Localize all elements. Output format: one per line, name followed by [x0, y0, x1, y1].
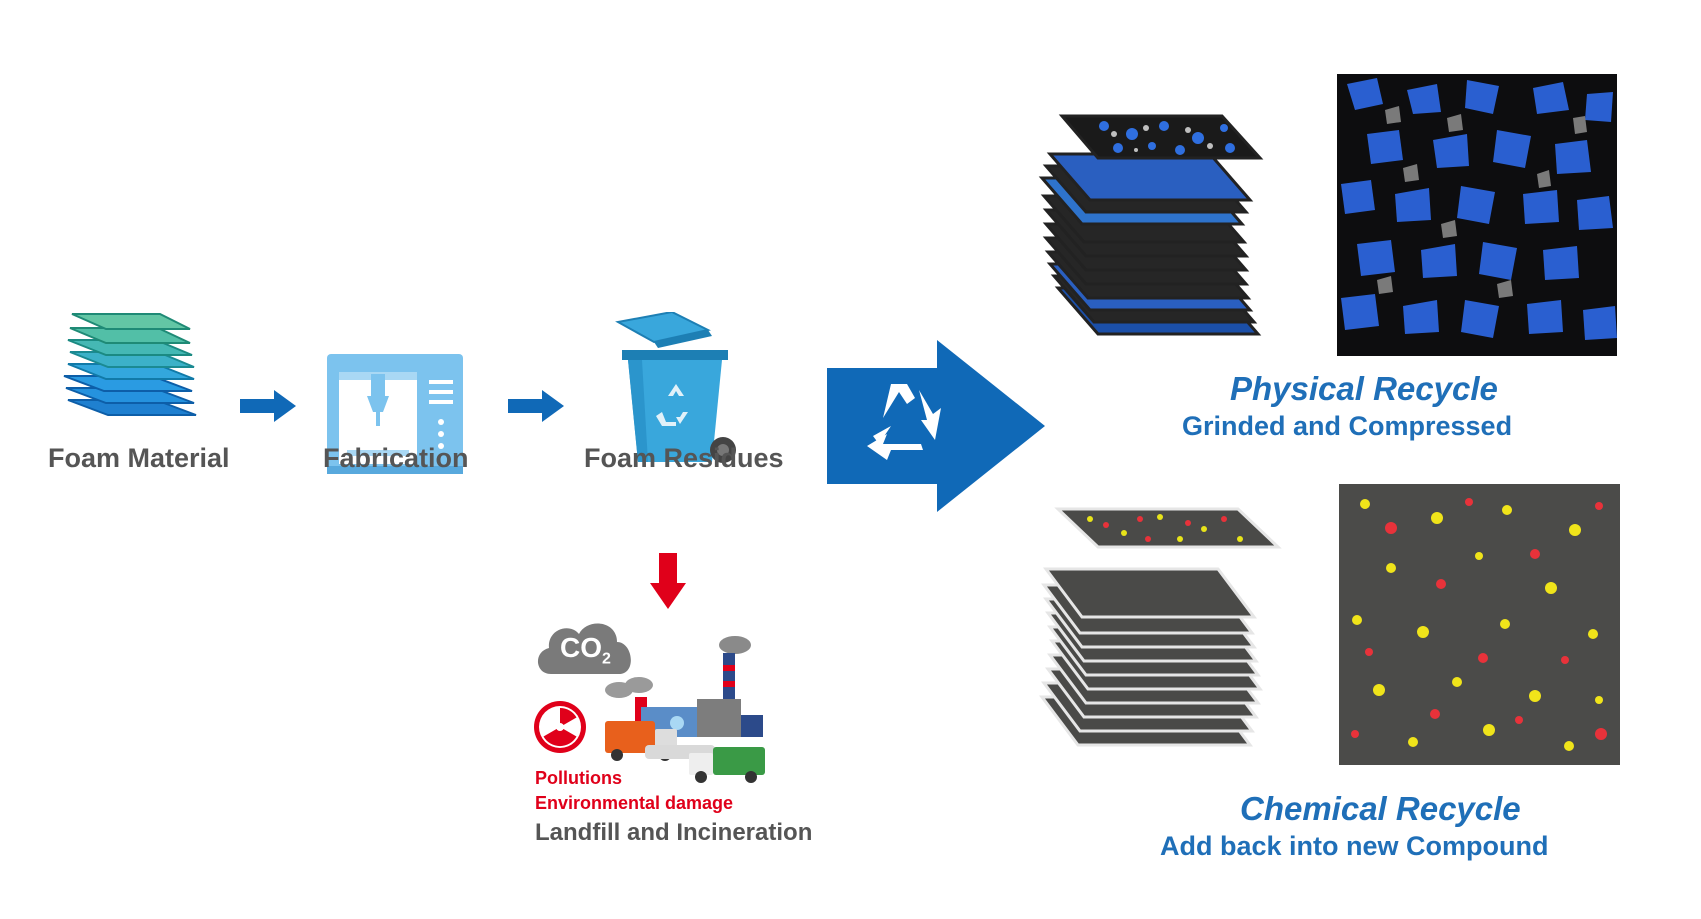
step-label-fabrication: Fabrication	[323, 443, 469, 473]
landfill-caption: Landfill and Incineration	[535, 819, 813, 846]
factory-icon	[605, 635, 770, 785]
arrow-right-icon	[240, 390, 296, 422]
physical-recycle-title: Physical Recycle	[1230, 370, 1498, 407]
chemical-foam-stack-icon	[1028, 505, 1290, 763]
radiation-icon	[533, 700, 587, 754]
step-label-foam-material: Foam Material	[48, 443, 230, 473]
pollution-label: Pollutions	[535, 768, 622, 788]
environmental-damage-label: Environmental damage	[535, 793, 734, 813]
chemical-recycle-title: Chemical Recycle	[1240, 790, 1521, 827]
co2-cloud-icon	[533, 616, 635, 676]
foam-stack-icon	[56, 300, 206, 440]
arrow-right-icon	[508, 390, 564, 422]
recycle-icon	[867, 384, 941, 460]
physical-recycle-subtitle: Grinded and Compressed	[1182, 411, 1513, 441]
chemical-recycle-subtitle: Add back into new Compound	[1160, 831, 1549, 861]
co2-label: CO2	[560, 632, 611, 668]
big-recycle-arrow	[827, 340, 1045, 512]
physical-texture-image	[1337, 74, 1617, 356]
step-label-foam-residues: Foam Residues	[584, 443, 784, 473]
physical-foam-stack-icon	[1028, 98, 1290, 356]
chemical-texture-image	[1339, 484, 1620, 765]
arrow-down-icon	[650, 553, 686, 609]
3d-printer-icon	[325, 350, 470, 478]
recycle-bin-icon	[612, 312, 747, 477]
